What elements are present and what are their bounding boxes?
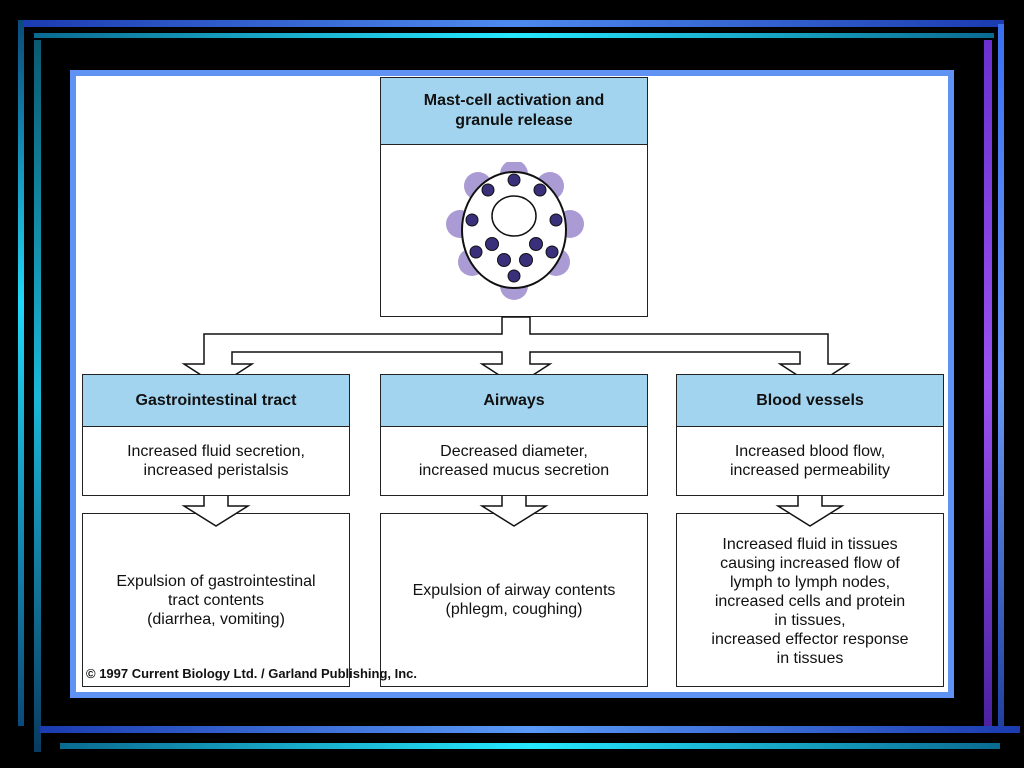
- bv-effect-line2: increased permeability: [729, 462, 891, 479]
- granules: [465, 173, 563, 283]
- bottom-stripe-cyan: [60, 743, 1000, 749]
- airways-down-arrow: [479, 496, 549, 527]
- airways-header: Airways: [380, 374, 648, 428]
- mast-cell-header: Mast-cell activation and granule release: [380, 77, 648, 145]
- bv-result-line: increased effector response: [711, 630, 909, 648]
- gi-tract-header: Gastrointestinal tract: [82, 374, 350, 428]
- gi-tract-result-text: Expulsion of gastrointestinal tract cont…: [82, 513, 350, 687]
- gi-tract-effect-box: [82, 426, 350, 496]
- granule: [549, 213, 563, 227]
- bv-result-line: lymph to lymph nodes,: [729, 573, 891, 591]
- blood-vessels-result-box: [676, 513, 944, 687]
- airways-result-text: Expulsion of airway contents (phlegm, co…: [380, 513, 648, 687]
- bv-result-line: in tissues: [776, 649, 844, 667]
- top-stripe-cyan: [34, 33, 994, 38]
- gi-tract-result-box: [82, 513, 350, 687]
- bv-result-line: causing increased flow of: [720, 554, 900, 572]
- blood-vessels-result-text: Increased fluid in tissues causing incre…: [676, 524, 944, 678]
- bottom-stripe-blue: [40, 726, 1020, 733]
- gi-result-line: (diarrhea, vomiting): [147, 610, 285, 628]
- gi-effect-line1: Increased fluid secretion,: [127, 443, 305, 460]
- airways-effect-line2: increased mucus secretion: [418, 462, 610, 479]
- granule: [529, 237, 543, 251]
- granule: [481, 183, 495, 197]
- gi-tract-effect-text: Increased fluid secretion, increased per…: [82, 426, 350, 496]
- bv-down-arrow: [775, 496, 845, 527]
- left-stripe-cyan: [18, 20, 24, 726]
- granule: [469, 245, 483, 259]
- left-stripe-teal: [34, 40, 41, 752]
- airways-result-line: (phlegm, coughing): [445, 601, 583, 618]
- gi-result-line: Expulsion of gastrointestinal: [116, 572, 316, 590]
- right-stripe-blue: [998, 24, 1004, 728]
- airways-effect-box: [380, 426, 648, 496]
- airways-effect-text: Decreased diameter, increased mucus secr…: [380, 426, 648, 496]
- top-stripe-blue: [18, 20, 1004, 27]
- gi-result-line: tract contents: [167, 591, 265, 609]
- copyright-notice: © 1997 Current Biology Ltd. / Garland Pu…: [86, 666, 418, 681]
- airways-result-box: [380, 513, 648, 687]
- granule: [507, 269, 521, 283]
- gi-effect-line2: increased peristalsis: [143, 462, 289, 479]
- blood-vessels-effect-box: [676, 426, 944, 496]
- bv-effect-line1: Increased blood flow,: [734, 443, 886, 460]
- mast-cell-title-line2: granule release: [455, 112, 573, 129]
- granule: [485, 237, 499, 251]
- mast-cell-nucleus: [491, 195, 537, 237]
- gi-down-arrow: [181, 496, 251, 527]
- down-arrows: [181, 496, 845, 527]
- granule: [545, 245, 559, 259]
- granule: [507, 173, 521, 187]
- granule: [497, 253, 511, 267]
- mast-cell-illustration: [446, 162, 584, 300]
- airways-result-line: Expulsion of airway contents: [412, 582, 616, 599]
- granule: [519, 253, 533, 267]
- granule: [465, 213, 479, 227]
- bv-result-line: increased cells and protein: [714, 592, 906, 610]
- bv-result-line: in tissues,: [774, 611, 846, 629]
- blood-vessels-effect-text: Increased blood flow, increased permeabi…: [676, 426, 944, 496]
- bv-result-line: Increased fluid in tissues: [722, 535, 898, 553]
- diagram-panel: Mast-cell activation and granule release…: [76, 76, 948, 692]
- blood-vessels-header: Blood vessels: [676, 374, 944, 428]
- right-stripe-purple: [984, 40, 992, 730]
- mast-cell-title-line1: Mast-cell activation and: [423, 92, 605, 109]
- granule: [533, 183, 547, 197]
- airways-effect-line1: Decreased diameter,: [440, 443, 588, 460]
